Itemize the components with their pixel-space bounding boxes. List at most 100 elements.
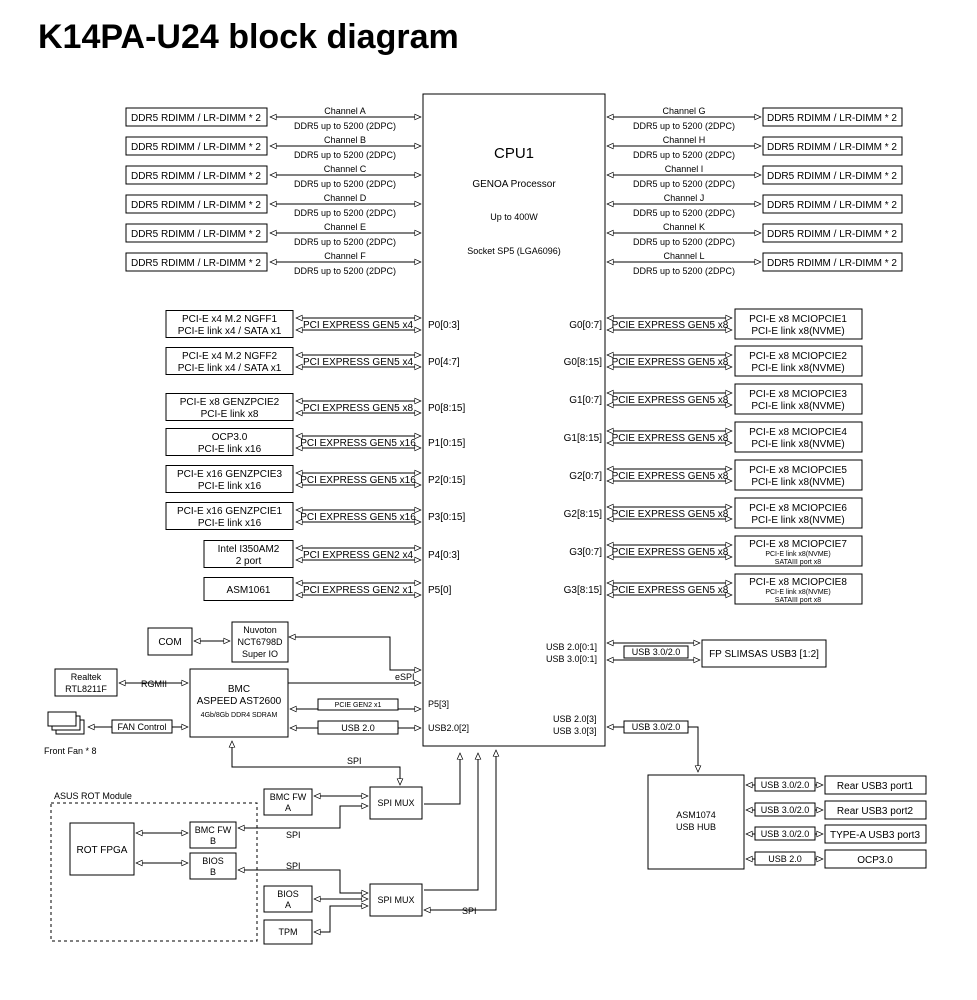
pcie-device-box <box>203 540 294 568</box>
channel-label: Channel G <box>662 106 705 116</box>
pcie-bus-label: PCIE EXPRESS GEN5 x8 <box>612 585 729 596</box>
pcie-device-box <box>165 310 294 338</box>
pcie-device-line2: PCI-E link x8(NVME) <box>751 363 844 374</box>
usb-port-bus-box <box>754 851 816 866</box>
pcie-device-line2: PCI-E link x8(NVME) <box>751 326 844 337</box>
dimm-box-right <box>762 223 903 243</box>
channel-label: Channel K <box>663 222 705 232</box>
usb20-2-label: USB2.0[2] <box>428 723 469 733</box>
pcie-device-box <box>165 347 294 375</box>
usb-port-box <box>824 800 927 820</box>
pcie-device-box <box>165 393 294 421</box>
channel-label: Channel H <box>663 135 706 145</box>
pcie-device-line2: 2 port <box>236 556 262 567</box>
pcie-bus-label: PCIE EXPRESS GEN5 x8 <box>612 320 729 331</box>
bmcfw-a-line1: BMC FW <box>270 792 307 802</box>
pcie-device-line1: PCI-E x4 M.2 NGFF1 <box>182 314 277 325</box>
usb30-3-label: USB 3.0[3] <box>553 726 597 736</box>
dimm-box-left <box>125 223 268 243</box>
usb-port-bus-box <box>754 826 816 841</box>
pcie-device-line1: PCI-E x8 GENZPCIE2 <box>180 397 280 408</box>
pcie-device-line2: PCI-E link x8 <box>201 409 259 420</box>
spi-mux-1-label: SPI MUX <box>377 798 414 808</box>
bmcfw-b-mux-link <box>238 806 368 828</box>
usb-bus1-label: USB 3.0/2.0 <box>632 647 681 657</box>
pcie-device-line1: ASM1061 <box>227 585 271 596</box>
ddr5-speed-label: DDR5 up to 5200 (2DPC) <box>633 266 735 276</box>
usb20-3-label: USB 2.0[3] <box>553 714 597 724</box>
pcie-port-label: P0[0:3] <box>428 320 460 331</box>
bmcfw-b-line2: B <box>210 836 216 846</box>
spi-top-label: SPI <box>347 756 362 766</box>
pcie-gen2-label: PCIE GEN2 x1 <box>335 702 382 709</box>
spi-mux-2-box <box>369 883 423 917</box>
pcie-device-line1: PCI-E x4 M.2 NGFF2 <box>182 351 277 362</box>
cpu-power: Up to 400W <box>490 212 538 222</box>
pcie-bus-label: PCI EXPRESS GEN2 x4 <box>303 550 413 561</box>
fp-slimsas-label: FP SLIMSAS USB3 [1:2] <box>709 649 819 660</box>
pcie-port-label: G2[8:15] <box>564 509 603 520</box>
usb-port-bus-box <box>754 802 816 817</box>
com-box <box>147 627 193 656</box>
tpm-mux-link <box>314 906 368 932</box>
pcie-device-line1: PCI-E x8 MCIOPCIE5 <box>749 465 847 476</box>
bios-b-line1: BIOS <box>202 856 224 866</box>
pcie-port-label: G2[0:7] <box>569 471 602 482</box>
dimm-label: DDR5 RDIMM / LR-DIMM * 2 <box>767 171 897 182</box>
pcie-device-line1: PCI-E x16 GENZPCIE3 <box>177 469 282 480</box>
pcie-bus-label: PCI EXPRESS GEN5 x16 <box>300 512 416 523</box>
page-title: K14PA-U24 block diagram <box>38 18 459 56</box>
dimm-label: DDR5 RDIMM / LR-DIMM * 2 <box>131 200 261 211</box>
spi-mid-label: SPI <box>286 830 301 840</box>
channel-label: Channel F <box>324 251 366 261</box>
spi-mux-2-label: SPI MUX <box>377 895 414 905</box>
spi-mux-1-box <box>369 786 423 820</box>
bios-a-line2: A <box>285 900 291 910</box>
pcie-bus-label: PCI EXPRESS GEN2 x1 <box>303 585 413 596</box>
bmc-line2: ASPEED AST2600 <box>197 696 282 707</box>
channel-label: Channel C <box>324 164 367 174</box>
pcie-port-label: G0[0:7] <box>569 320 602 331</box>
pcie-device-line3: SATAIII port x8 <box>775 559 822 566</box>
pcie-device-box <box>734 383 863 415</box>
pcie-device-box <box>734 535 863 567</box>
pcie-port-label: P0[8:15] <box>428 403 465 414</box>
pcie-port-label: G0[8:15] <box>564 357 603 368</box>
bmcfw-a-line2: A <box>285 803 291 813</box>
dimm-label: DDR5 RDIMM / LR-DIMM * 2 <box>131 171 261 182</box>
dimm-label: DDR5 RDIMM / LR-DIMM * 2 <box>767 258 897 269</box>
channel-label: Channel D <box>324 193 367 203</box>
usb-hub-link <box>607 727 698 772</box>
usb-bus1-box <box>623 645 689 659</box>
pcie-device-box <box>734 308 863 340</box>
pcie-port-label: G1[0:7] <box>569 395 602 406</box>
pcie-device-line1: PCI-E x8 MCIOPCIE2 <box>749 351 847 362</box>
rot-fpga-label: ROT FPGA <box>77 845 128 856</box>
dimm-box-left <box>125 136 268 156</box>
channel-label: Channel L <box>663 251 704 261</box>
pcie-device-line2: PCI-E link x8(NVME) <box>751 515 844 526</box>
ddr5-speed-label: DDR5 up to 5200 (2DPC) <box>294 266 396 276</box>
espi-link <box>289 637 421 670</box>
pcie-bus-label: PCI EXPRESS GEN5 x8 <box>303 403 413 414</box>
realtek-line1: Realtek <box>71 672 102 682</box>
pcie-port-label: P0[4:7] <box>428 357 460 368</box>
dimm-label: DDR5 RDIMM / LR-DIMM * 2 <box>767 229 897 240</box>
pcie-device-box <box>165 428 294 456</box>
dimm-box-left <box>125 107 268 127</box>
usb-port-label: Rear USB3 port2 <box>837 806 914 817</box>
pcie-port-label: G3[0:7] <box>569 547 602 558</box>
usb20-01-label: USB 2.0[0:1] <box>546 642 597 652</box>
pcie-device-line2: PCI-E link x8(NVME) <box>765 551 830 558</box>
ddr5-speed-label: DDR5 up to 5200 (2DPC) <box>633 237 735 247</box>
usb-port-box <box>824 775 927 795</box>
ddr5-speed-label: DDR5 up to 5200 (2DPC) <box>294 121 396 131</box>
pcie-device-line1: PCI-E x8 MCIOPCIE3 <box>749 389 847 400</box>
pcie-device-line2: PCI-E link x8(NVME) <box>751 477 844 488</box>
rot-module-label: ASUS ROT Module <box>54 791 132 801</box>
dimm-box-left <box>125 165 268 185</box>
dimm-box-left <box>125 252 268 272</box>
pcie-bus-label: PCI EXPRESS GEN5 x4 <box>303 357 413 368</box>
pcie-bus-label: PCIE EXPRESS GEN5 x8 <box>612 395 729 406</box>
pcie-device-line1: PCI-E x8 MCIOPCIE8 <box>749 577 847 588</box>
